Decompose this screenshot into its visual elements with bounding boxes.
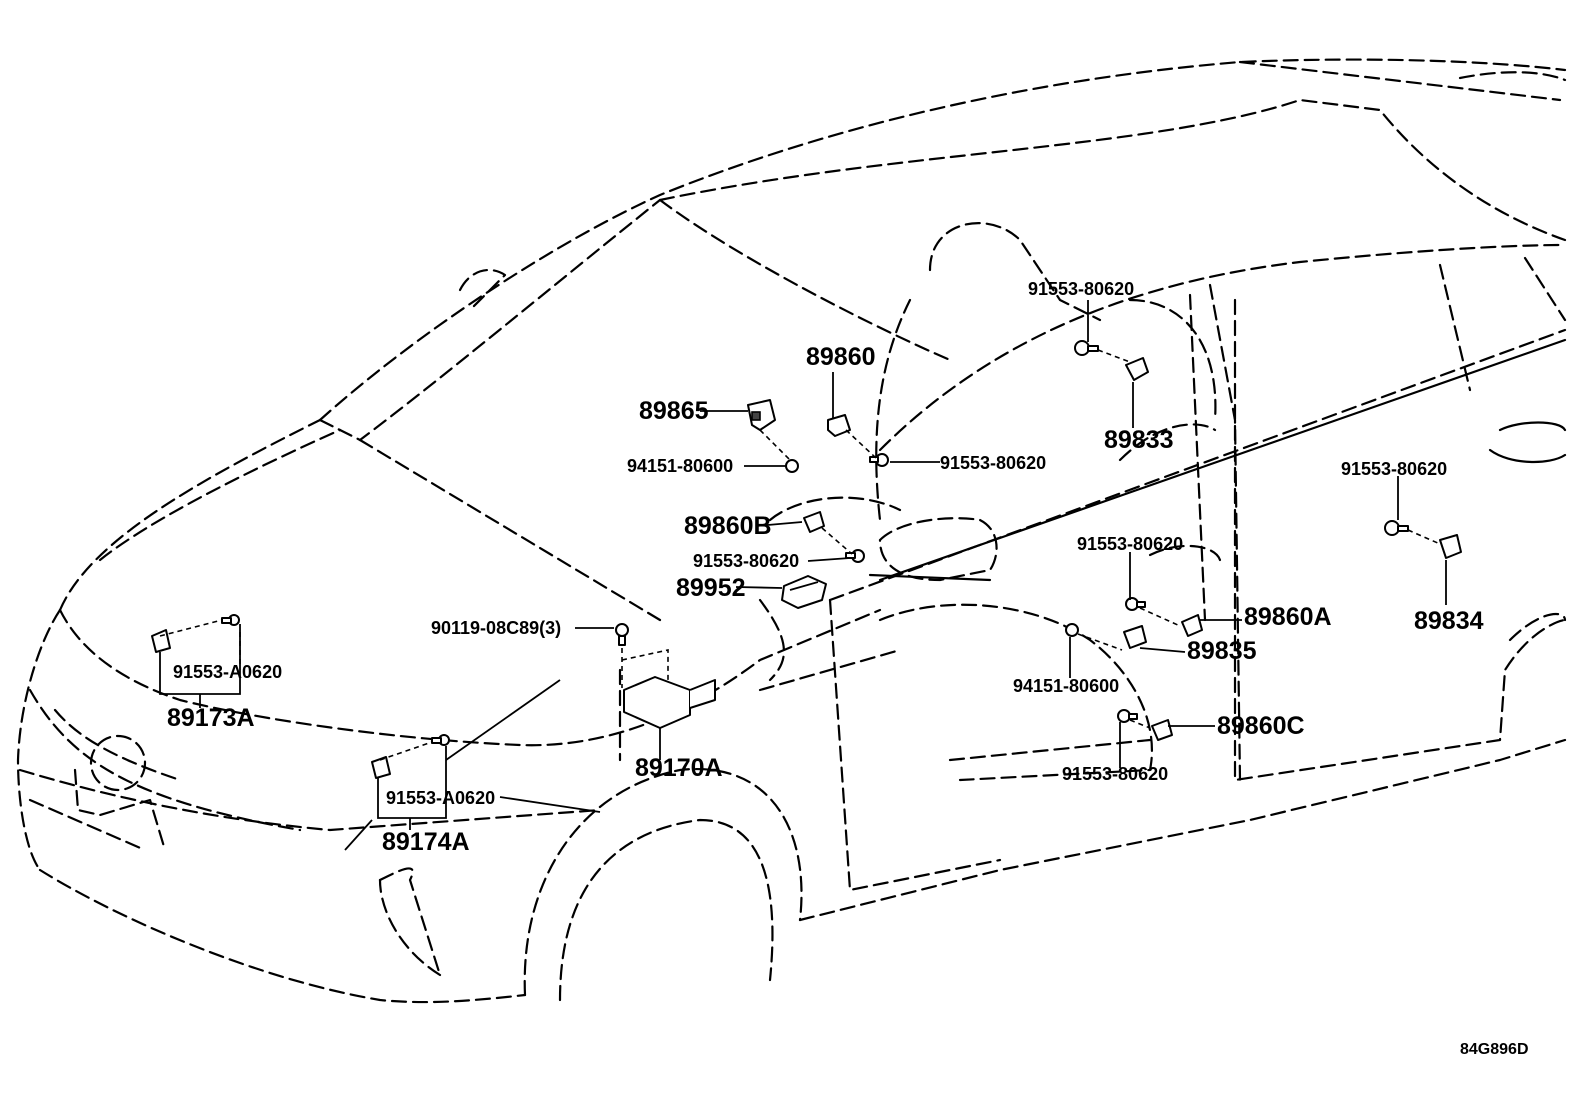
callout-89835: 89835 <box>1187 637 1257 665</box>
sensor-89860-icon <box>827 414 851 437</box>
nut-icon <box>785 459 799 473</box>
callout-89834: 89834 <box>1414 607 1484 635</box>
bolt-label-91553-A0620-left: 91553-A0620 <box>173 662 282 682</box>
bolt-label-94151-80600-top: 94151-80600 <box>627 456 733 476</box>
sensor-89173A-icon <box>151 629 171 653</box>
sensor-89834-icon <box>1439 534 1462 559</box>
bolt-label-91553-80620-pillar: 91553-80620 <box>940 453 1046 473</box>
sensor-89860A-icon <box>1181 614 1203 637</box>
sensor-89174A-icon <box>371 756 391 779</box>
bolt-icon <box>431 734 450 746</box>
bolt-icon <box>221 614 240 626</box>
bolt-label-91553-A0620-right: 91553-A0620 <box>386 788 495 808</box>
callout-89170A: 89170A <box>635 754 723 782</box>
bolt-icon <box>615 623 629 646</box>
car-body-outline <box>16 58 1567 1004</box>
callout-89860: 89860 <box>806 343 876 371</box>
sensor-89833-icon <box>1125 357 1149 381</box>
car-solid-details <box>868 338 1567 582</box>
bolt-label-91553-80620-rear: 91553-80620 <box>1341 459 1447 479</box>
part-icons <box>151 340 1462 779</box>
leader-lines <box>159 300 1447 851</box>
bolt-icon <box>1117 709 1138 723</box>
sensor-89860C-icon <box>1151 719 1173 741</box>
bolt-label-91553-80620-roof: 91553-80620 <box>1028 279 1134 299</box>
callout-89173A: 89173A <box>167 704 255 732</box>
callout-89860C: 89860C <box>1217 712 1305 740</box>
bolt-label-90119-08C89: 90119-08C89(3) <box>431 618 561 638</box>
airbag-ecu-89170A-icon <box>621 649 716 729</box>
callout-89833: 89833 <box>1104 426 1174 454</box>
callout-89860A: 89860A <box>1244 603 1332 631</box>
bolt-label-91553-80620-door: 91553-80620 <box>1077 534 1183 554</box>
bolt-icon <box>1384 520 1409 536</box>
callout-89860B: 89860B <box>684 512 772 540</box>
callout-89865: 89865 <box>639 397 709 425</box>
drawing-code: 84G896D <box>1460 1041 1529 1058</box>
bolt-label-94151-80600-seat: 94151-80600 <box>1013 676 1119 696</box>
sensor-89860B-icon <box>803 511 825 533</box>
bolt-label-91553-80620-dash: 91553-80620 <box>693 551 799 571</box>
bolt-icon <box>1125 597 1146 611</box>
sensor-89865-icon <box>747 399 776 431</box>
callout-89174A: 89174A <box>382 828 470 856</box>
bolt-icon <box>1074 340 1099 356</box>
bolt-icon <box>845 549 865 563</box>
bolt-label-91553-80620-sill: 91553-80620 <box>1062 764 1168 784</box>
callout-labels: 89865 89860 89833 89860B 89952 89834 898… <box>167 279 1529 1058</box>
callout-89952: 89952 <box>676 574 746 602</box>
sensor-89835-icon <box>1123 625 1147 649</box>
module-89952-icon <box>781 575 827 609</box>
nut-icon <box>1065 623 1079 637</box>
